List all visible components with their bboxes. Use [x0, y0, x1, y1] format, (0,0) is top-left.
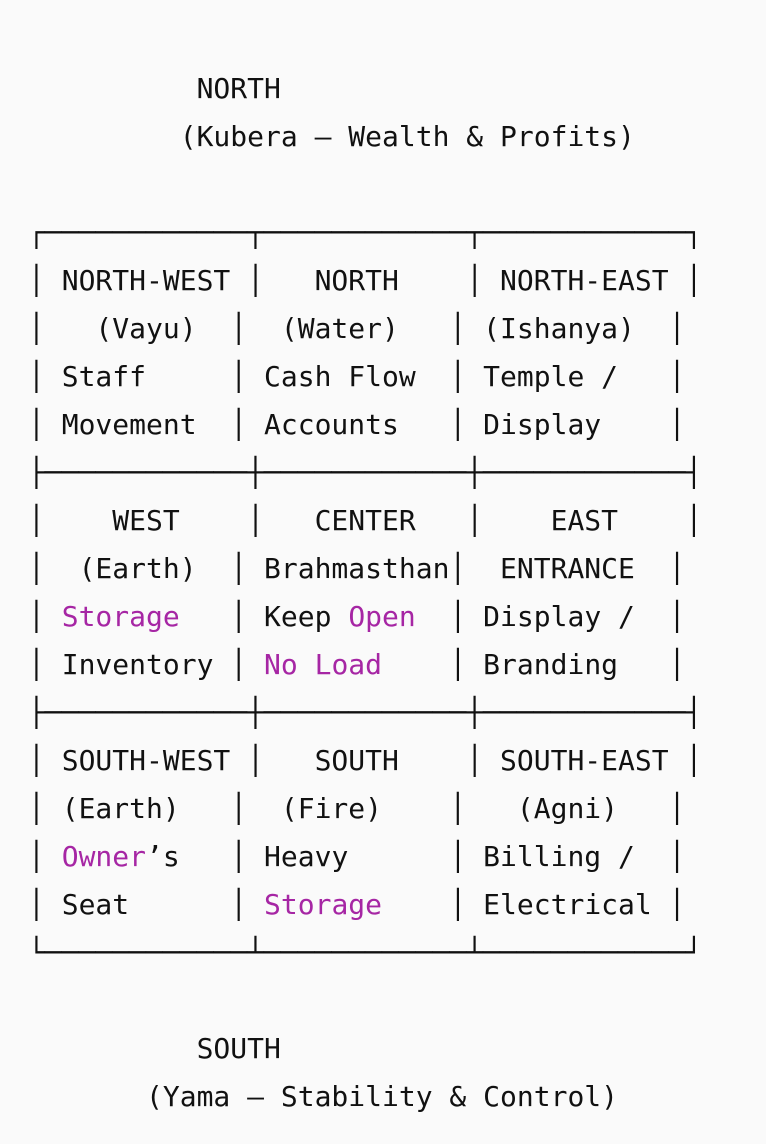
- code-line: │ (Earth) │ Brahmasthan│ ENTRANCE │: [28, 545, 702, 593]
- code-line: │ Staff │ Cash Flow │ Temple / │: [28, 353, 702, 401]
- code-line: │ Movement │ Accounts │ Display │: [28, 401, 702, 449]
- code-text: │: [28, 600, 62, 633]
- code-line: │ Inventory │ No Load │ Branding │: [28, 641, 702, 689]
- highlighted-text: Storage: [61, 600, 180, 633]
- code-line: ┌────────────┬────────────┬────────────┐: [28, 209, 702, 257]
- code-line: │ (Earth) │ (Fire) │ (Agni) │: [28, 785, 702, 833]
- code-text: │ Keep: [179, 600, 349, 633]
- code-line: (Yama — Stability & Control): [28, 1073, 702, 1121]
- code-line: │ NORTH-WEST │ NORTH │ NORTH-EAST │: [28, 257, 702, 305]
- code-line: │ Owner’s │ Heavy │ Billing / │: [28, 833, 702, 881]
- code-text: (Kubera — Wealth & Profits): [28, 120, 635, 153]
- code-text: │ SOUTH-WEST │ SOUTH │ SOUTH-EAST │: [28, 744, 703, 777]
- code-line: │ SOUTH-WEST │ SOUTH │ SOUTH-EAST │: [28, 737, 702, 785]
- code-text: │ Inventory │: [28, 648, 265, 681]
- highlighted-text: Owner: [61, 840, 147, 873]
- highlighted-text: Open: [348, 600, 416, 633]
- code-line: │ Storage │ Keep Open │ Display / │: [28, 593, 702, 641]
- code-line: SOUTH: [28, 1025, 702, 1073]
- code-line: ├────────────┼────────────┼────────────┤: [28, 449, 702, 497]
- code-text: ├────────────┼────────────┼────────────┤: [28, 696, 703, 729]
- code-line: │ (Vayu) │ (Water) │ (Ishanya) │: [28, 305, 702, 353]
- code-text: │ (Earth) │ (Fire) │ (Agni) │: [28, 792, 686, 825]
- code-line: (Kubera — Wealth & Profits): [28, 113, 702, 161]
- code-text: │ Branding │: [382, 648, 686, 681]
- code-text: │ WEST │ CENTER │ EAST │: [28, 504, 703, 537]
- highlighted-text: No Load: [264, 648, 383, 681]
- code-line: └────────────┴────────────┴────────────┘: [28, 929, 702, 977]
- code-text: │ (Vayu) │ (Water) │ (Ishanya) │: [28, 312, 686, 345]
- code-line: [28, 161, 702, 209]
- code-text: │ Electrical │: [382, 888, 686, 921]
- code-line: │ WEST │ CENTER │ EAST │: [28, 497, 702, 545]
- code-text: └────────────┴────────────┴────────────┘: [28, 936, 703, 969]
- code-line: NORTH: [28, 65, 702, 113]
- code-line: │ Seat │ Storage │ Electrical │: [28, 881, 702, 929]
- code-text: NORTH: [28, 72, 281, 105]
- code-text: │ NORTH-WEST │ NORTH │ NORTH-EAST │: [28, 264, 703, 297]
- code-text: ’s │ Heavy │ Billing / │: [146, 840, 686, 873]
- code-text: │ Staff │ Cash Flow │ Temple / │: [28, 360, 686, 393]
- code-line: [28, 977, 702, 1025]
- highlighted-text: Storage: [264, 888, 383, 921]
- code-text: (Yama — Stability & Control): [28, 1080, 619, 1113]
- vastu-grid-code-block: NORTH (Kubera — Wealth & Profits) ┌──────…: [28, 65, 702, 1121]
- code-text: │ Movement │ Accounts │ Display │: [28, 408, 686, 441]
- code-text: │ (Earth) │ Brahmasthan│ ENTRANCE │: [28, 552, 686, 585]
- code-text: ├────────────┼────────────┼────────────┤: [28, 456, 703, 489]
- code-text: SOUTH: [28, 1032, 281, 1065]
- code-line: ├────────────┼────────────┼────────────┤: [28, 689, 702, 737]
- code-text: │: [28, 840, 62, 873]
- code-text: │ Display / │: [415, 600, 686, 633]
- code-text: ┌────────────┬────────────┬────────────┐: [28, 216, 703, 249]
- code-text: │ Seat │: [28, 888, 265, 921]
